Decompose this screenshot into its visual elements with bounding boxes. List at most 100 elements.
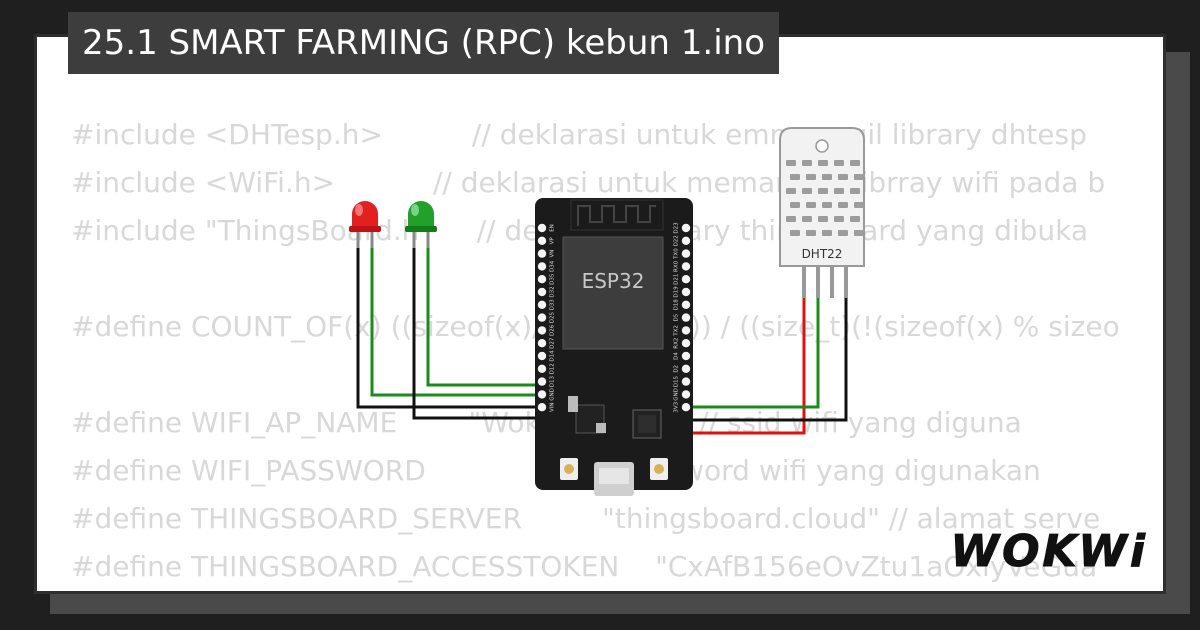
wire-dht-vcc [688, 295, 806, 435]
esp32-pin-label: D35 [550, 273, 556, 285]
esp32-pin-label: D27 [550, 337, 556, 349]
wire-red-led-anode [370, 246, 548, 397]
dht22-vent [790, 202, 800, 208]
esp32-pin[interactable] [537, 223, 547, 233]
esp32-pin[interactable] [681, 275, 691, 284]
esp32-pin[interactable] [537, 275, 547, 284]
esp32-pin[interactable] [681, 236, 691, 245]
esp32-pin[interactable] [681, 364, 691, 373]
dht22-vent [806, 230, 816, 236]
esp32-pin[interactable] [681, 351, 691, 361]
esp32-label: ESP32 [582, 269, 645, 293]
dht22-vent [806, 174, 816, 180]
wire-dht-gnd [688, 295, 848, 422]
esp32-pin[interactable] [537, 390, 547, 399]
esp32-pin[interactable] [537, 351, 547, 361]
dht22-vent [838, 202, 848, 208]
dht22-vent [786, 160, 796, 166]
esp32-pin[interactable] [537, 287, 547, 297]
dht22-vent [822, 230, 832, 236]
esp32-pin-label: D25 [550, 311, 556, 323]
esp32-pin[interactable] [681, 339, 691, 348]
dht22-vent [802, 160, 812, 166]
dht22-label: DHT22 [802, 247, 843, 261]
esp32-pin-label: D34 [550, 260, 556, 272]
esp32-pin-label: D15 [674, 375, 680, 387]
esp32-pin[interactable] [537, 326, 547, 335]
dht22-vent [790, 174, 800, 180]
esp32-pin[interactable] [681, 249, 691, 258]
dht22-vent [818, 160, 828, 166]
esp32-pin[interactable] [537, 339, 547, 348]
esp32-pin-label: D23 [674, 222, 680, 234]
esp32-pin[interactable] [537, 236, 547, 245]
esp32-pin[interactable] [681, 390, 691, 399]
esp32-pin-label: D26 [550, 324, 556, 336]
led-red[interactable] [349, 201, 381, 248]
esp32-pin[interactable] [681, 313, 691, 322]
dht22-vent [854, 202, 864, 208]
dht22-vent [822, 174, 832, 180]
esp32-pin[interactable] [681, 262, 691, 271]
dht22-vent [786, 216, 796, 222]
project-title: 25.1 SMART FARMING (RPC) kebun 1.ino [68, 12, 780, 74]
wires [356, 246, 848, 435]
wire-dht-data [688, 295, 820, 409]
esp32-pin[interactable] [681, 300, 691, 309]
code-line: #include <WiFi.h> // deklarasi untuk mem… [71, 166, 1106, 199]
dht22-vent [834, 216, 844, 222]
wokwi-logo: WOKWi [950, 526, 1148, 578]
esp32-pin-label: D32 [550, 286, 556, 297]
esp32-pin[interactable] [537, 313, 547, 322]
esp32-pin[interactable] [537, 364, 547, 373]
dht22-sensor[interactable]: DHT22 [779, 127, 865, 298]
esp32-pin[interactable] [681, 403, 691, 412]
esp32-pin-label: D18 [674, 299, 680, 311]
dht22-vent [850, 160, 860, 166]
esp32-pin-label: D4 [674, 352, 680, 360]
esp32-pin-label: GND [550, 388, 556, 401]
esp32-right-pins: D23D22TX0RX0D21D19D18D5TX2RX2D4D2D15GND3… [674, 222, 691, 413]
dht22-vent [834, 160, 844, 166]
dht22-vent [818, 216, 828, 222]
esp32-pin-label: EN [550, 224, 556, 232]
code-line: #define THINGSBOARD_SERVER "thingsboard.… [71, 502, 1101, 535]
esp32-pin[interactable] [537, 249, 547, 258]
dht22-vent [822, 202, 832, 208]
dht22-vent [838, 230, 848, 236]
esp32-pin-label: D14 [550, 350, 556, 362]
code-line: #define THINGSBOARD_ACCESSTOKEN "CxAfB15… [71, 550, 1098, 583]
wire-green-led-anode [426, 246, 548, 387]
esp32-pin[interactable] [537, 403, 547, 412]
esp32-left-pins: ENVPVND34D35D32D33D25D26D27D14D12D13GNDV… [537, 223, 556, 412]
esp32-pin[interactable] [681, 326, 691, 335]
esp32-pin-label: D5 [674, 313, 680, 321]
dht22-vent [850, 216, 860, 222]
esp32-pin-label: D2 [674, 365, 680, 373]
esp32-pin[interactable] [537, 262, 547, 271]
dht22-vent [838, 174, 848, 180]
esp32-pin[interactable] [681, 223, 691, 233]
esp32-board[interactable]: ESP32 ENVPVND34D35D32D33D25D26D27D14D12D… [535, 198, 693, 496]
dht22-vent [790, 230, 800, 236]
esp32-pin-label: D22 [674, 235, 680, 246]
dht22-vent [834, 188, 844, 194]
dht22-vent [850, 188, 860, 194]
dht22-vent [802, 216, 812, 222]
esp32-pin-label: D13 [550, 375, 556, 387]
dht22-vent [806, 202, 816, 208]
esp32-pin-label: D19 [674, 286, 680, 298]
esp32-pin-label: VN [550, 250, 556, 258]
esp32-pin-label: D12 [550, 363, 556, 374]
esp32-pin[interactable] [537, 377, 547, 386]
esp32-pin[interactable] [681, 377, 691, 386]
wire-green-led-cathode [412, 246, 548, 420]
esp32-pin-label: 3V3 [674, 401, 680, 412]
esp32-pin-label: RX2 [674, 338, 680, 349]
esp32-pin-label: GND [674, 388, 680, 401]
esp32-pin[interactable] [537, 300, 547, 309]
dht22-vent [802, 188, 812, 194]
led-green[interactable] [405, 201, 437, 248]
esp32-pin[interactable] [681, 287, 691, 297]
